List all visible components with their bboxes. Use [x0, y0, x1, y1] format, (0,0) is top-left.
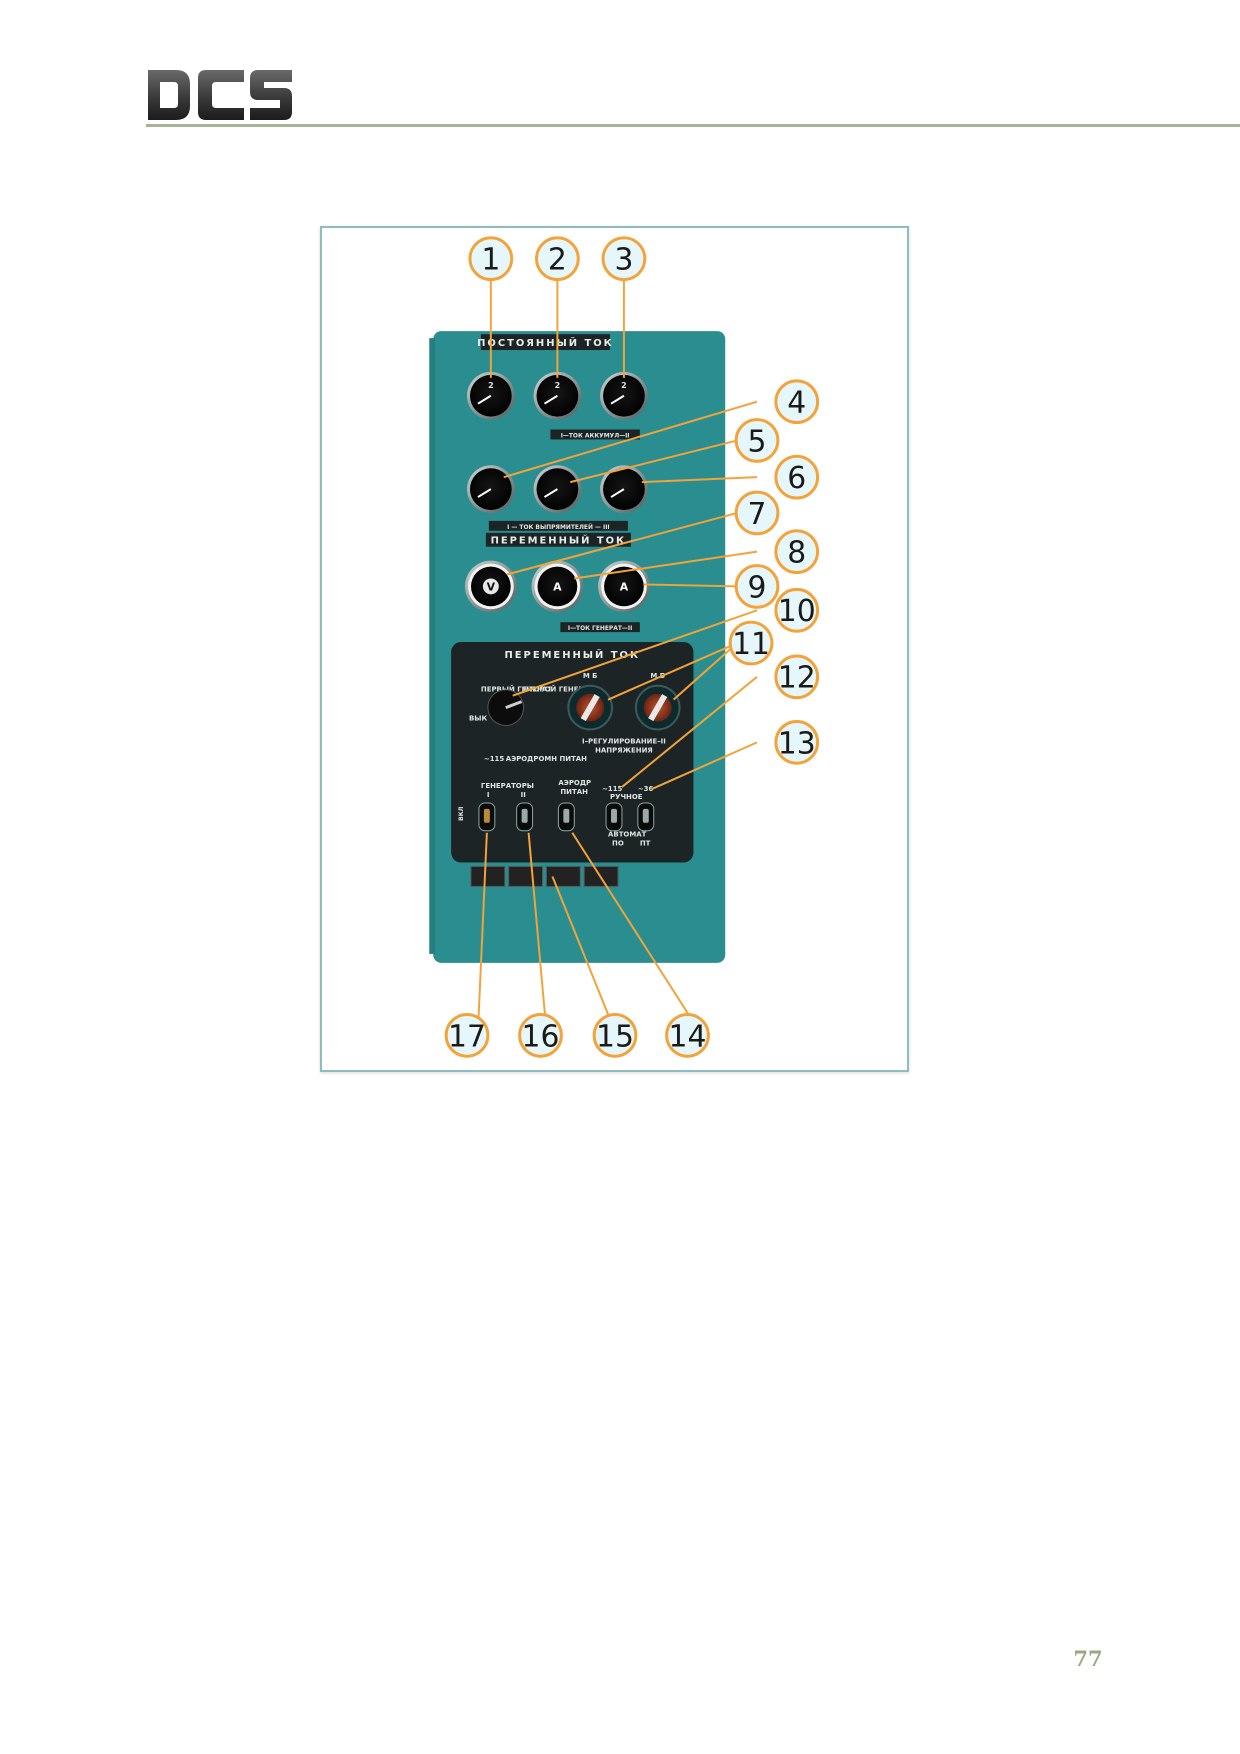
callout-15: 15 [592, 1013, 638, 1058]
svg-text:14: 14 [669, 1019, 707, 1054]
toggle-transformer-115 [605, 802, 623, 832]
callout-11: 11 [728, 620, 774, 666]
svg-text:~115: ~115 [602, 785, 622, 793]
gauge-row-3: V А А [465, 560, 650, 613]
callout-16: 16 [518, 1013, 563, 1058]
callout-14: 14 [665, 1013, 710, 1058]
gauge-row-1: 2 2 2 [467, 371, 648, 420]
warning-lamp-2 [508, 866, 543, 887]
svg-text:3: 3 [614, 243, 633, 278]
svg-text:12: 12 [778, 661, 816, 696]
svg-text:АЭРОДР: АЭРОДР [558, 779, 591, 787]
gauge-5 [533, 465, 582, 513]
callout-arrows [476, 272, 758, 1032]
rectifier-label: I — ТОК ВЫПРЯМИТЕЛЕЙ — III [507, 523, 610, 531]
callout-2: 2 [535, 236, 580, 282]
callout-8: 8 [774, 529, 820, 575]
svg-text:10: 10 [778, 594, 816, 629]
warning-lamp-3 [545, 866, 581, 887]
gauge-7-voltmeter: V [465, 560, 517, 613]
gen-current-label: I—ТОК ГЕНЕРАТ—II [568, 625, 632, 632]
svg-text:2: 2 [621, 381, 627, 390]
svg-text:11: 11 [732, 627, 770, 662]
svg-text:17: 17 [448, 1019, 486, 1054]
gauge-2: 2 [533, 371, 582, 420]
svg-text:13: 13 [778, 726, 816, 761]
svg-text:2: 2 [488, 381, 494, 390]
svg-text:7: 7 [748, 497, 767, 532]
svg-text:НАПРЯЖЕНИЯ: НАПРЯЖЕНИЯ [595, 746, 653, 754]
lower-title: ПЕРЕМЕННЫЙ ТОК [505, 648, 641, 661]
toggle-transformer-36 [637, 802, 655, 832]
gauge-4 [467, 465, 515, 513]
callouts: 1 2 3 4 5 6 7 8 9 10 11 12 13 14 15 16 1… [444, 236, 820, 1058]
svg-text:А: А [553, 580, 562, 593]
dcs-logo [148, 70, 292, 120]
battery-label: I—ТОК АККУМУЛ—II [561, 432, 630, 439]
svg-text:4: 4 [787, 386, 806, 421]
svg-text:ВКЛ: ВКЛ [458, 806, 465, 820]
svg-text:ВЫК: ВЫК [469, 715, 487, 723]
callout-9: 9 [734, 564, 780, 609]
svg-text:М Б: М Б [583, 672, 598, 680]
svg-text:АЭРОДРОМН ПИТАН: АЭРОДРОМН ПИТАН [506, 755, 587, 763]
gauge-row-2 [467, 465, 648, 513]
svg-text:2: 2 [555, 381, 561, 390]
page-number: 77 [1073, 1646, 1103, 1671]
electrical-panel-diagram: ПОСТОЯННЫЙ ТОК 2 2 2 I—ТОК АККУМУЛ—II [429, 236, 820, 1058]
svg-text:ГЕНЕРАТОРЫ: ГЕНЕРАТОРЫ [481, 782, 534, 790]
svg-text:15: 15 [596, 1019, 634, 1054]
voltage-rheostat-left [567, 684, 614, 731]
svg-text:2: 2 [548, 243, 567, 278]
svg-text:М Б: М Б [650, 672, 665, 680]
selector-switch-10 [487, 689, 525, 726]
callout-4: 4 [774, 379, 820, 425]
ac-title: ПЕРЕМЕННЫЙ ТОК [491, 534, 627, 547]
svg-text:1: 1 [481, 243, 500, 278]
callout-3: 3 [601, 236, 647, 282]
callout-12: 12 [774, 654, 820, 700]
svg-text:А: А [620, 580, 629, 593]
dc-title: ПОСТОЯННЫЙ ТОК [477, 336, 614, 349]
voltage-rheostat-right [634, 684, 681, 731]
callout-7: 7 [734, 490, 780, 536]
callout-17: 17 [444, 1013, 490, 1058]
svg-text:8: 8 [787, 536, 806, 571]
callout-6: 6 [774, 454, 820, 500]
panel-figure: ПОСТОЯННЫЙ ТОК 2 2 2 I—ТОК АККУМУЛ—II [320, 226, 909, 1072]
svg-text:~36: ~36 [638, 785, 654, 793]
svg-text:~115: ~115 [484, 755, 504, 763]
svg-text:5: 5 [748, 424, 767, 459]
gauge-1: 2 [467, 371, 515, 420]
callout-10: 10 [774, 587, 820, 633]
gauge-8-ammeter: А [531, 560, 584, 613]
header-rule [146, 124, 1240, 127]
svg-text:II: II [521, 791, 526, 799]
gauge-3: 2 [600, 371, 648, 420]
svg-text:РУЧНОЕ: РУЧНОЕ [610, 793, 643, 801]
svg-text:9: 9 [748, 570, 767, 605]
svg-text:16: 16 [522, 1019, 560, 1054]
svg-text:ПТ: ПТ [640, 840, 651, 848]
svg-text:ПИТАН: ПИТАН [560, 788, 588, 796]
svg-text:ПЕРВЫЙ ГЕНЕРАТ: ПЕРВЫЙ ГЕНЕРАТ [481, 685, 552, 694]
toggle-aerodrome-power [557, 802, 575, 832]
svg-text:ПО: ПО [612, 840, 624, 848]
svg-text:I: I [487, 791, 490, 799]
svg-text:I–РЕГУЛИРОВАНИЕ–II: I–РЕГУЛИРОВАНИЕ–II [582, 737, 666, 745]
svg-text:ВТОРОЙ ГЕНЕРАТ: ВТОРОЙ ГЕНЕРАТ [524, 685, 594, 694]
svg-text:АВТОМАТ: АВТОМАТ [608, 831, 647, 839]
toggle-generator-2 [516, 802, 534, 832]
callout-5: 5 [734, 418, 780, 463]
svg-text:6: 6 [787, 461, 806, 496]
callout-1: 1 [468, 236, 514, 282]
warning-lamp-1 [470, 866, 506, 887]
gauge-6 [600, 465, 648, 513]
svg-text:V: V [487, 580, 496, 593]
toggle-generator-1 [478, 802, 496, 832]
callout-13: 13 [774, 720, 820, 765]
